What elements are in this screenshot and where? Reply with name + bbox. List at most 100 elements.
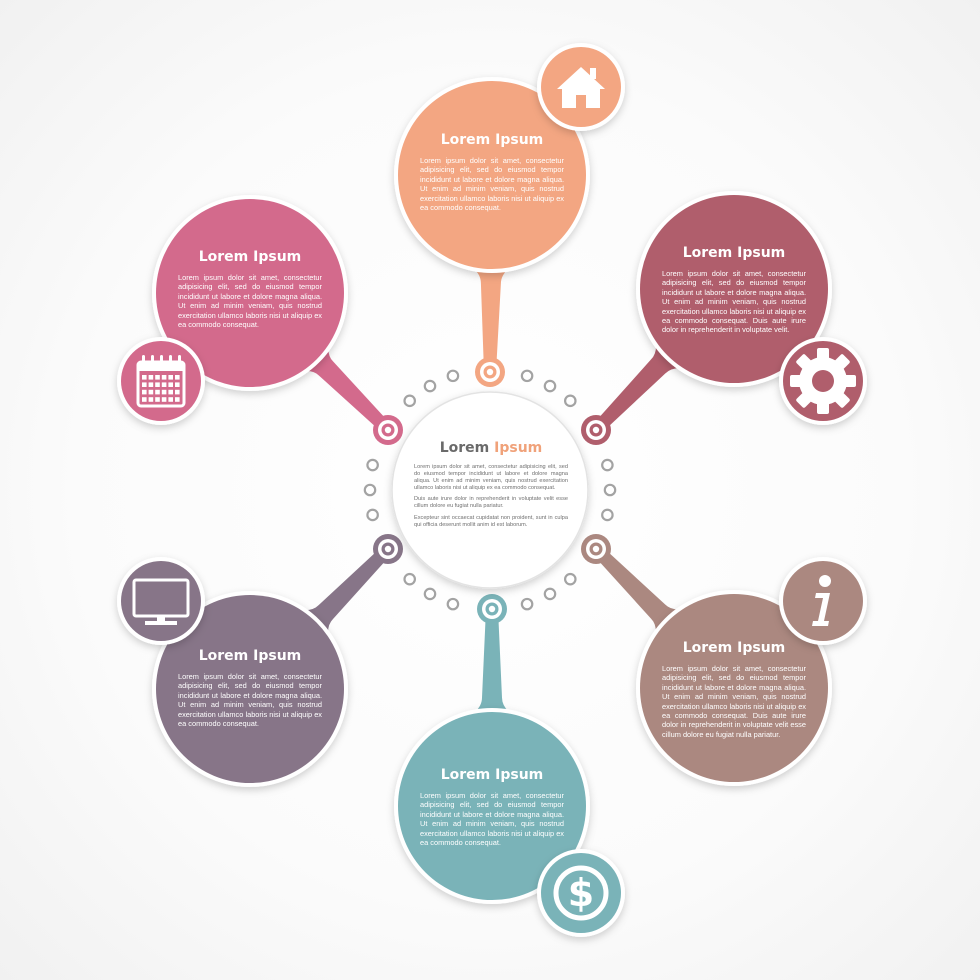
calendar-day <box>168 382 173 387</box>
calendar-day <box>168 389 173 395</box>
ring-dot <box>601 458 614 472</box>
monitor-neck <box>157 616 165 622</box>
monitor-icon <box>117 557 205 645</box>
calendar-ring <box>151 355 154 366</box>
node-circle-lower-right <box>640 594 828 782</box>
calendar-day <box>168 397 173 402</box>
connector-anchor-dot <box>486 368 494 376</box>
ring-dot <box>563 394 577 408</box>
ring-dot <box>423 379 437 393</box>
dollar-icon: $ <box>537 849 625 937</box>
node-lower-right-title: Lorem Ipsum <box>682 640 786 656</box>
dollar-sign: $ <box>568 871 594 915</box>
calendar-day <box>148 375 154 380</box>
gear-hole <box>812 370 834 392</box>
center-title: Lorem Ipsum <box>439 440 543 456</box>
node-lower-left-title: Lorem Ipsum <box>198 648 302 664</box>
ring-dot <box>366 508 379 522</box>
connector-anchor-dot <box>384 545 392 553</box>
calendar-day <box>148 397 154 402</box>
calendar-day <box>155 389 160 395</box>
calendar-day <box>161 375 167 380</box>
center-circle <box>391 391 589 589</box>
monitor-base <box>145 621 177 625</box>
ring-dot <box>543 587 557 601</box>
calendar-day <box>142 375 147 380</box>
calendar-day <box>175 375 180 380</box>
calendar-day <box>148 382 154 387</box>
node-lower-left-content: Lorem Ipsum Lorem ipsum dolor sit amet, … <box>178 648 322 728</box>
center-paragraph: Excepteur sint occaecat cupidatat non pr… <box>414 514 568 528</box>
ring-dot <box>520 369 534 383</box>
node-top-title: Lorem Ipsum <box>440 132 544 148</box>
calendar-day <box>175 389 180 395</box>
coin-ring <box>553 865 609 921</box>
calendar-day <box>142 397 147 402</box>
connector-anchor-dot <box>592 426 600 434</box>
connector-stem <box>591 544 705 658</box>
icon-circle <box>121 341 201 421</box>
node-upper-right-content: Lorem Ipsum Lorem ipsum dolor sit amet, … <box>662 245 806 335</box>
calendar-icon <box>117 337 205 425</box>
ring-dot <box>543 379 557 393</box>
house-shape <box>557 67 605 108</box>
calendar-ring <box>169 355 172 366</box>
calendar-day <box>155 375 160 380</box>
icon-circle <box>541 853 621 933</box>
ring-dot <box>366 458 379 472</box>
ring-dot <box>446 597 460 611</box>
calendar-day <box>148 389 154 395</box>
info-icon <box>779 557 867 645</box>
node-upper-left-text: Lorem ipsum dolor sit amet, consectetur … <box>178 273 322 330</box>
chimney-shape <box>590 68 596 79</box>
center-paragraph: Lorem ipsum dolor sit amet, consectetur … <box>414 464 568 492</box>
node-circle-lower-left <box>156 595 344 783</box>
node-bottom-content: Lorem Ipsum Lorem ipsum dolor sit amet, … <box>420 767 564 847</box>
node-bottom-text: Lorem ipsum dolor sit amet, consectetur … <box>420 791 564 848</box>
connector-anchor-dot <box>384 426 392 434</box>
ring-dot <box>520 597 534 611</box>
ring-dot <box>446 369 460 383</box>
home-icon <box>537 43 625 131</box>
calendar-ring <box>142 355 145 366</box>
calendar-header <box>138 362 184 371</box>
node-upper-right-text: Lorem ipsum dolor sit amet, consectetur … <box>662 269 806 335</box>
calendar-day <box>161 397 167 402</box>
calendar-day <box>168 375 173 380</box>
center-paragraph: Duis aute irure dolor in reprehenderit i… <box>414 496 568 510</box>
info-dot <box>819 575 831 587</box>
node-top-content: Lorem Ipsum Lorem ipsum dolor sit amet, … <box>420 132 564 212</box>
ring-dot <box>403 394 417 408</box>
node-circle-upper-right <box>640 195 828 383</box>
calendar-day <box>142 389 147 395</box>
node-upper-left-title: Lorem Ipsum <box>198 249 302 265</box>
connector-stem <box>280 322 393 435</box>
info-stem <box>812 593 830 626</box>
ring-dot <box>601 508 614 522</box>
connector-anchor-dot <box>488 605 496 613</box>
ring-dot <box>563 572 577 586</box>
node-circle-top <box>398 81 586 269</box>
node-lower-right-text: Lorem ipsum dolor sit amet, consectetur … <box>662 664 806 739</box>
calendar-day <box>161 382 167 387</box>
calendar-day <box>142 382 147 387</box>
calendar-day <box>155 397 160 402</box>
calendar-day <box>175 397 180 402</box>
ring-dot <box>403 572 417 586</box>
node-top-text: Lorem ipsum dolor sit amet, consectetur … <box>420 156 564 213</box>
node-bottom-title: Lorem Ipsum <box>440 767 544 783</box>
node-lower-left-text: Lorem ipsum dolor sit amet, consectetur … <box>178 672 322 729</box>
node-circle-upper-left <box>156 199 344 387</box>
node-upper-left-content: Lorem Ipsum Lorem ipsum dolor sit amet, … <box>178 249 322 329</box>
ring-dot <box>363 483 377 497</box>
gear-icon <box>779 337 867 425</box>
center-content: Lorem Ipsum Lorem ipsum dolor sit amet, … <box>414 440 568 533</box>
ring-dot <box>603 483 617 497</box>
ring-dot <box>423 587 437 601</box>
node-upper-right-title: Lorem Ipsum <box>682 245 786 261</box>
calendar-day <box>155 382 160 387</box>
connector-stem <box>451 256 532 373</box>
connector-stem <box>452 609 532 724</box>
